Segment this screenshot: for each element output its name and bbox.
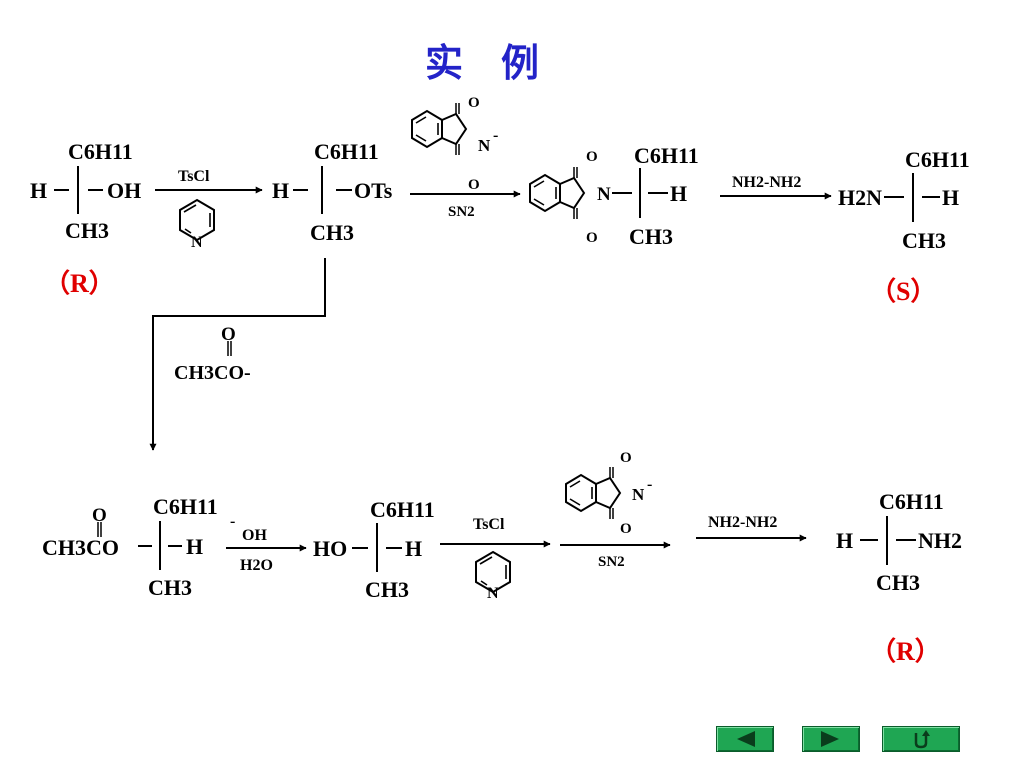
side-reagent-label: CH3CO-: [174, 362, 251, 384]
bottom-group-label: CH3: [902, 228, 946, 253]
right-group-label: NH2: [918, 528, 962, 553]
bottom-group-label: CH3: [148, 575, 192, 600]
config-label-s: （S）: [870, 277, 936, 306]
n-label: N: [597, 184, 611, 205]
right-group-label: H: [942, 185, 959, 210]
pyridine-n-label: N: [487, 585, 499, 602]
charge-label: -: [230, 513, 235, 530]
top-group-label: C6H11: [879, 489, 944, 514]
amine-product-r: C6H11 H NH2 CH3: [836, 489, 962, 595]
start-alcohol: C6H11 H OH CH3: [30, 139, 141, 243]
reagent-label: TsCl: [473, 516, 505, 533]
top-group-label: C6H11: [905, 147, 970, 172]
oxygen-label: O: [221, 324, 236, 345]
oxygen-label: O: [620, 450, 632, 466]
config-label-r: （R）: [44, 269, 115, 298]
right-group-label: H: [186, 534, 203, 559]
phthalimide-reagent: [411, 102, 467, 156]
config-label-r: （R）: [870, 637, 941, 666]
left-group-label: H: [272, 178, 289, 203]
side-arrow-path: [149, 258, 326, 451]
right-group-label: H: [405, 536, 422, 561]
prev-arrow-icon: [737, 731, 755, 747]
bottom-group-label: CH3: [310, 220, 354, 245]
next-button[interactable]: [802, 726, 860, 752]
bottom-group-label: CH3: [365, 577, 409, 602]
condition-label: SN2: [598, 554, 625, 570]
right-group-label: OTs: [354, 178, 393, 203]
left-group-label: H: [30, 178, 47, 203]
pyridine-n-label: N: [191, 234, 203, 251]
oxygen-label: O: [620, 521, 632, 537]
phthalimide-n-label: N: [478, 136, 491, 155]
return-button[interactable]: [882, 726, 960, 752]
inverted-alcohol: C6H11 HO H CH3: [313, 497, 435, 602]
next-arrow-icon: [821, 731, 839, 747]
phthalimide-n-label: N: [632, 485, 645, 504]
bottom-group-label: CH3: [629, 224, 673, 249]
bottom-group-label: CH3: [65, 218, 109, 243]
oxygen-label: O: [586, 230, 598, 246]
left-group-label: H: [836, 528, 853, 553]
reagent-label: TsCl: [178, 168, 210, 185]
top-group-label: C6H11: [314, 139, 379, 164]
top-group-label: C6H11: [634, 143, 699, 168]
bottom-group-label: CH3: [876, 570, 920, 595]
condition-label: SN2: [448, 204, 475, 220]
imide-stereocenter: N C6H11 H CH3: [597, 143, 699, 249]
reagent-label: NH2-NH2: [732, 174, 801, 191]
oxygen-label: O: [468, 177, 480, 193]
top-group-label: C6H11: [153, 494, 218, 519]
reagent-label: H2O: [240, 557, 273, 574]
top-group-label: C6H11: [370, 497, 435, 522]
oxygen-label: O: [586, 149, 598, 165]
charge-label: -: [493, 127, 498, 144]
right-group-label: OH: [107, 178, 141, 203]
left-group-label: HO: [313, 536, 347, 561]
charge-label: -: [647, 476, 652, 493]
prev-button[interactable]: [716, 726, 774, 752]
phthalimide-reagent: [565, 466, 621, 520]
slide-title: 实 例: [425, 41, 539, 85]
return-icon: [914, 730, 930, 749]
reagent-label: NH2-NH2: [708, 514, 777, 531]
right-group-label: H: [670, 181, 687, 206]
phthalimide-product: [529, 166, 585, 220]
left-group-label: H2N: [838, 185, 882, 210]
acetate-ester: C6H11 CH3CO H CH3: [42, 494, 218, 600]
left-group-label: CH3CO: [42, 535, 119, 560]
tosylate: C6H11 H OTs CH3: [272, 139, 393, 245]
reagent-label: OH: [242, 527, 267, 544]
oxygen-label: O: [468, 95, 480, 111]
top-group-label: C6H11: [68, 139, 133, 164]
amine-product-s: C6H11 H2N H CH3: [838, 147, 970, 253]
oxygen-label: O: [92, 505, 107, 526]
